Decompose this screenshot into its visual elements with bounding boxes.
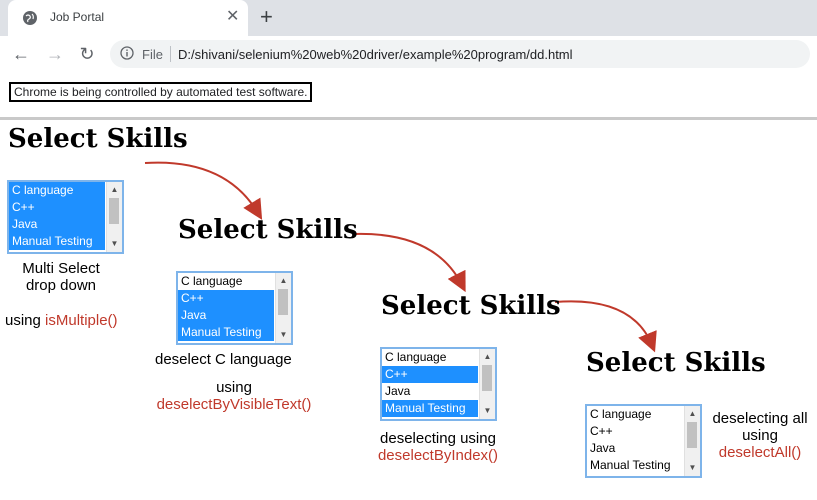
caption-line: Multi Select xyxy=(22,260,100,277)
caption-line: deselecting using xyxy=(380,430,496,447)
forward-icon[interactable]: → xyxy=(46,44,64,64)
info-icon[interactable] xyxy=(120,46,134,60)
url-text[interactable]: D:/shivani/selenium%20web%20driver/examp… xyxy=(178,47,573,62)
option-c-language[interactable]: C language xyxy=(385,350,447,364)
new-tab-icon[interactable]: + xyxy=(260,4,273,29)
panel-3-heading: Select Skills xyxy=(381,291,561,321)
back-icon[interactable]: ← xyxy=(12,44,30,64)
scroll-up-icon[interactable]: ▲ xyxy=(110,185,119,194)
caption-line: deselecting all xyxy=(712,410,808,427)
omnibox-divider xyxy=(170,46,171,62)
listbox-scrollbar[interactable]: ▲ ▼ xyxy=(275,273,291,343)
option-java[interactable]: Java xyxy=(590,441,616,455)
automation-message: Chrome is being controlled by automated … xyxy=(9,82,313,102)
scroll-up-icon[interactable]: ▲ xyxy=(688,409,697,418)
option-manual-testing[interactable]: Manual Testing xyxy=(178,324,274,341)
tab-title: Job Portal xyxy=(50,10,105,24)
option-cpp[interactable]: C++ xyxy=(382,366,478,383)
listbox-scrollbar[interactable]: ▲ ▼ xyxy=(479,349,495,419)
skills-multiselect-4[interactable]: C language C++ Java Manual Testing ▲ ▼ xyxy=(585,404,702,478)
option-cpp[interactable]: C++ xyxy=(9,199,105,216)
skills-multiselect-1[interactable]: C language C++ Java Manual Testing ▲ ▼ xyxy=(7,180,124,254)
caption-line: drop down xyxy=(25,277,97,294)
method-name: isMultiple() xyxy=(45,312,118,329)
option-manual-testing[interactable]: Manual Testing xyxy=(9,233,105,250)
panel-2-using: using deselectByVisibleText() xyxy=(148,379,320,413)
panel-1-heading: Select Skills xyxy=(8,124,188,154)
using-label: using xyxy=(5,312,46,329)
listbox-scrollbar[interactable]: ▲ ▼ xyxy=(106,182,122,252)
option-manual-testing[interactable]: Manual Testing xyxy=(590,458,671,472)
panel-2-caption: deselect C language xyxy=(155,351,292,368)
using-label: using xyxy=(216,379,252,396)
scroll-down-icon[interactable]: ▼ xyxy=(483,406,492,415)
scroll-thumb[interactable] xyxy=(687,422,697,448)
address-bar[interactable]: File D:/shivani/selenium%20web%20driver/… xyxy=(110,40,810,68)
option-c-language[interactable]: C language xyxy=(9,182,105,199)
arrow-1 xyxy=(144,161,263,220)
automation-infobar: Chrome is being controlled by automated … xyxy=(0,72,817,120)
method-name: deselectByIndex() xyxy=(377,447,499,464)
arrow-2 xyxy=(354,232,466,293)
option-java[interactable]: Java xyxy=(178,307,274,324)
panel-3-caption: deselecting using deselectByIndex() xyxy=(370,430,506,464)
panel-4-caption: deselecting all using deselectAll() xyxy=(704,410,816,461)
option-cpp[interactable]: C++ xyxy=(178,290,274,307)
option-java[interactable]: Java xyxy=(9,216,105,233)
file-scheme-label: File xyxy=(142,47,163,62)
option-manual-testing[interactable]: Manual Testing xyxy=(382,400,478,417)
browser-tab[interactable]: Job Portal ✕ xyxy=(8,0,248,36)
tab-strip: Job Portal ✕ + xyxy=(0,0,817,36)
browser-toolbar: ← → ↻ File D:/shivani/selenium%20web%20d… xyxy=(0,36,817,73)
reload-icon[interactable]: ↻ xyxy=(79,44,95,64)
method-name: deselectByVisibleText() xyxy=(156,396,312,413)
panel-4-heading: Select Skills xyxy=(586,348,766,378)
skills-multiselect-3[interactable]: C language C++ Java Manual Testing ▲ ▼ xyxy=(380,347,497,421)
option-c-language[interactable]: C language xyxy=(590,407,652,421)
globe-icon xyxy=(23,11,37,25)
scroll-down-icon[interactable]: ▼ xyxy=(279,330,288,339)
scroll-thumb[interactable] xyxy=(278,289,288,315)
method-name: deselectAll() xyxy=(718,444,802,461)
arrow-3 xyxy=(554,300,657,353)
scroll-up-icon[interactable]: ▲ xyxy=(279,276,288,285)
panel-1-using: using isMultiple() xyxy=(5,312,118,329)
option-cpp[interactable]: C++ xyxy=(590,424,613,438)
scroll-down-icon[interactable]: ▼ xyxy=(688,463,697,472)
scroll-down-icon[interactable]: ▼ xyxy=(110,239,119,248)
scroll-up-icon[interactable]: ▲ xyxy=(483,352,492,361)
scroll-thumb[interactable] xyxy=(482,365,492,391)
option-c-language[interactable]: C language xyxy=(181,274,243,288)
scroll-thumb[interactable] xyxy=(109,198,119,224)
listbox-scrollbar[interactable]: ▲ ▼ xyxy=(684,406,700,476)
panel-1-caption: Multi Select drop down xyxy=(8,260,114,294)
using-label: using xyxy=(742,427,778,444)
option-java[interactable]: Java xyxy=(385,384,411,398)
panel-2-heading: Select Skills xyxy=(178,215,358,245)
skills-multiselect-2[interactable]: C language C++ Java Manual Testing ▲ ▼ xyxy=(176,271,293,345)
close-tab-icon[interactable]: ✕ xyxy=(226,8,240,25)
